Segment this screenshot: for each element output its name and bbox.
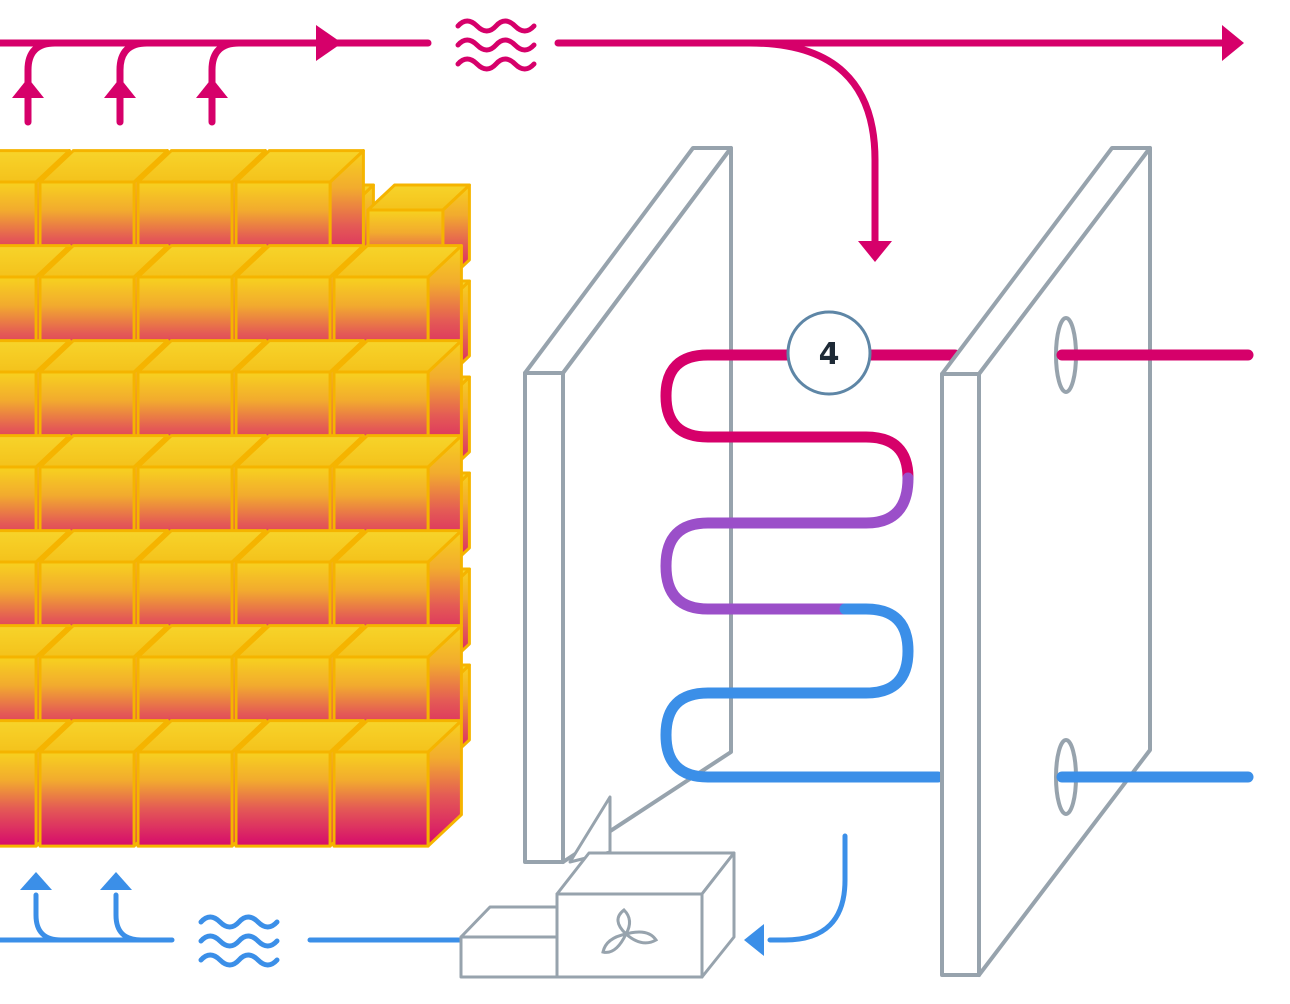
arrow-up-icon (104, 78, 136, 98)
arrow-up-icon (100, 872, 132, 890)
outlet-pipes (1056, 349, 1254, 783)
arrow-up-icon (20, 872, 52, 890)
lattice-cube-face (136, 750, 234, 848)
heat-wave-icon (455, 18, 537, 72)
lattice-cube-face (332, 750, 430, 848)
hot-supply-line (0, 39, 1236, 252)
right-exchanger-panel (940, 146, 1152, 977)
hot-flow-arrows (12, 25, 1244, 262)
lattice-cube-face (0, 750, 38, 848)
left-exchanger-panel (523, 146, 733, 864)
arrow-up-icon (12, 78, 44, 98)
arrow-down-icon (858, 241, 892, 262)
arrow-left-icon (744, 924, 764, 956)
lattice-cube-face (38, 750, 136, 848)
fan-icon (601, 908, 659, 954)
arrow-right-icon (316, 25, 342, 61)
step-marker-label: 4 (819, 337, 840, 372)
arrow-up-icon (196, 78, 228, 98)
heat-storage-lattice (0, 149, 471, 848)
lattice-cube-face (234, 750, 332, 848)
cool-flow-arrows (20, 872, 764, 956)
fan-unit (459, 795, 736, 979)
cool-return-line (0, 833, 848, 943)
arrow-right-icon (1222, 25, 1244, 61)
cool-wave-icon (198, 914, 280, 968)
step-marker: 4 (786, 310, 872, 396)
